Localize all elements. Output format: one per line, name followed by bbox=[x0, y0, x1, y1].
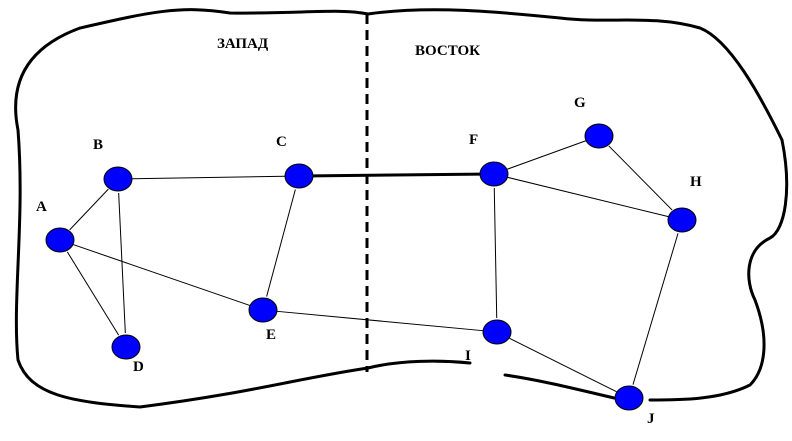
node-label-b: B bbox=[93, 137, 103, 153]
node-g bbox=[584, 123, 614, 149]
region-label-west: ЗАПАД bbox=[217, 36, 269, 52]
boundary-gap-segment bbox=[366, 359, 472, 370]
boundary-gap-segment-east bbox=[503, 373, 616, 400]
edge-c-f bbox=[312, 172, 481, 178]
edge-a-b bbox=[69, 188, 109, 231]
node-label-h: H bbox=[690, 174, 702, 190]
node-label-c: C bbox=[276, 134, 287, 150]
node-e bbox=[248, 297, 278, 323]
node-b bbox=[103, 166, 133, 192]
edge-a-d bbox=[66, 251, 120, 336]
node-d bbox=[111, 334, 141, 360]
node-label-d: D bbox=[133, 359, 144, 375]
edge-b-d bbox=[118, 192, 126, 334]
edge-f-i bbox=[493, 187, 498, 319]
edge-f-h bbox=[507, 176, 669, 218]
node-label-e: E bbox=[266, 327, 276, 343]
node-label-i: I bbox=[465, 348, 471, 364]
node-h bbox=[667, 207, 697, 233]
edges-layer bbox=[66, 140, 679, 393]
node-f bbox=[479, 161, 509, 187]
node-j bbox=[614, 385, 644, 411]
node-label-j: J bbox=[647, 411, 655, 427]
edge-i-j bbox=[509, 337, 617, 393]
region-label-east: ВОСТОК bbox=[415, 43, 480, 59]
boundary-outline bbox=[14, 8, 789, 409]
node-a bbox=[45, 227, 75, 253]
edge-f-g bbox=[506, 140, 587, 170]
node-i bbox=[482, 319, 512, 345]
edge-a-e bbox=[73, 244, 250, 306]
labels-layer: A B C D E F G H I J bbox=[36, 95, 702, 427]
node-label-a: A bbox=[36, 199, 47, 215]
edge-b-c bbox=[131, 175, 286, 180]
node-label-f: F bbox=[469, 132, 478, 148]
edge-e-i bbox=[276, 310, 484, 332]
edge-h-j bbox=[632, 233, 679, 385]
node-c bbox=[284, 163, 314, 189]
edge-c-e bbox=[266, 189, 296, 297]
node-label-g: G bbox=[574, 95, 586, 111]
nodes-layer bbox=[45, 123, 697, 411]
edge-g-h bbox=[608, 145, 673, 211]
